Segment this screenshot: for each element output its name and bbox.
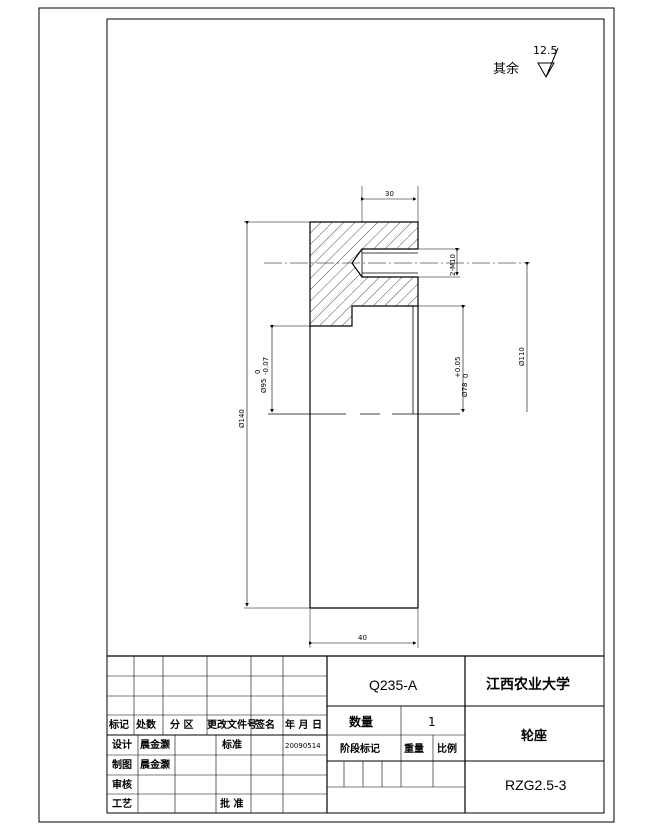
drafting-name: 晨金灏 [140,758,170,771]
stage-mark-label: 阶段标记 [340,742,380,755]
date-value: 20090514 [285,742,321,750]
part-name: 轮座 [521,728,547,744]
surface-finish-icon [537,47,559,79]
header-signature: 签名 [254,718,275,731]
header-change-doc: 更改文件号 [207,718,257,731]
drawing-frame [106,18,605,814]
title-block-text: 标记 处数 分 区 更改文件号 签名 年 月 日 设计 晨金灏 标准 20090… [108,676,570,810]
dim-hub-tol-lower: 0 [462,374,470,378]
weight-label: 重量 [404,742,424,755]
process-label: 工艺 [112,797,132,810]
header-count: 处数 [135,718,157,731]
dim-hub-dia: Ø78 [461,383,469,397]
title-block [107,655,604,813]
dim-thread: 2-M10 [449,254,457,276]
hatched-section [309,221,419,327]
dim-bore-dia: Ø95 [260,379,268,393]
school-name: 江西农业大学 [486,676,570,693]
dim-bore-tol-upper: 0 [254,370,262,374]
design-label: 设计 [112,738,132,751]
dim-top-width: 30 [385,190,394,198]
quantity-value: 1 [428,715,436,729]
dim-bore-tol-lower: -0.07 [262,357,270,375]
dim-bottom-width: 40 [358,634,367,642]
approve-label: 批 准 [220,797,243,810]
surface-finish-label: 其余 [493,61,519,77]
quantity-label: 数量 [349,714,373,729]
dim-outer-dia: Ø140 [238,409,246,428]
design-name: 晨金灏 [140,738,170,751]
header-mark: 标记 [108,718,129,731]
drawing-number: RZG2.5-3 [505,777,567,793]
dim-hub-tol-upper: +0.05 [454,357,462,378]
sheet-border [38,7,615,823]
header-zone: 分 区 [170,718,193,731]
material: Q235-A [369,677,418,693]
standard-label: 标准 [221,738,242,751]
part-section-view: 30 40 Ø140 Ø95 0 -0.07 Ø78 +0.05 0 2-M10… [238,186,530,648]
scale-label: 比例 [437,742,457,755]
surface-finish-value: 12.5 [533,44,558,57]
header-date: 年 月 日 [285,718,322,731]
dim-bolt-circle: Ø110 [518,347,526,366]
drafting-label: 制图 [112,758,132,771]
surface-finish-note: 其余 12.5 [493,44,559,79]
review-label: 审核 [112,778,132,791]
